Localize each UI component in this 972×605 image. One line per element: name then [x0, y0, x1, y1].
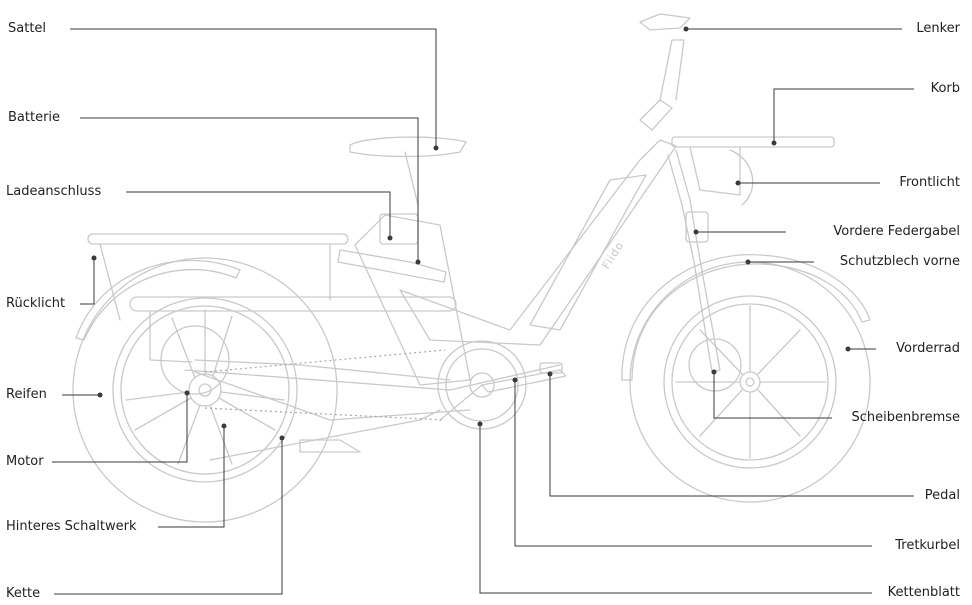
- label-vorderrad: Vorderrad: [896, 341, 960, 356]
- label-schutzblech-vorne: Schutzblech vorne: [839, 254, 960, 269]
- label-reifen: Reifen: [6, 387, 47, 402]
- label-frontlicht: Frontlicht: [899, 175, 960, 190]
- label-ruecklicht: Rücklicht: [6, 296, 66, 311]
- label-sattel: Sattel: [8, 21, 47, 36]
- crankset: [437, 340, 567, 430]
- front-basket: [671, 136, 835, 206]
- front-wheel: [629, 261, 871, 503]
- chain-line: [204, 349, 446, 421]
- label-korb: Korb: [930, 81, 960, 96]
- label-pedal: Pedal: [924, 488, 960, 503]
- label-kette: Kette: [6, 586, 41, 601]
- rear-wheel: [72, 257, 338, 523]
- label-vordere-federgabel: Vordere Federgabel: [833, 224, 960, 239]
- label-kettenblatt: Kettenblatt: [887, 585, 960, 600]
- rear-fender-shape: [75, 259, 241, 341]
- brand-logo: Fiido: [600, 239, 627, 272]
- frame: [184, 13, 721, 461]
- label-scheibenbremse: Scheibenbremse: [851, 410, 960, 425]
- front-fender-shape: [621, 254, 871, 381]
- label-hinteres-schaltwerk: Hinteres Schaltwerk: [6, 519, 137, 534]
- seat-and-battery: [337, 136, 471, 386]
- label-batterie: Batterie: [8, 110, 61, 125]
- label-motor: Motor: [6, 454, 44, 469]
- leader-lines: [52, 26, 914, 595]
- kickstand: [299, 439, 361, 453]
- label-ladeanschluss: Ladeanschluss: [6, 184, 102, 199]
- label-lenker: Lenker: [916, 21, 960, 36]
- label-tretkurbel: Tretkurbel: [895, 538, 960, 553]
- rear-rack: [87, 233, 457, 363]
